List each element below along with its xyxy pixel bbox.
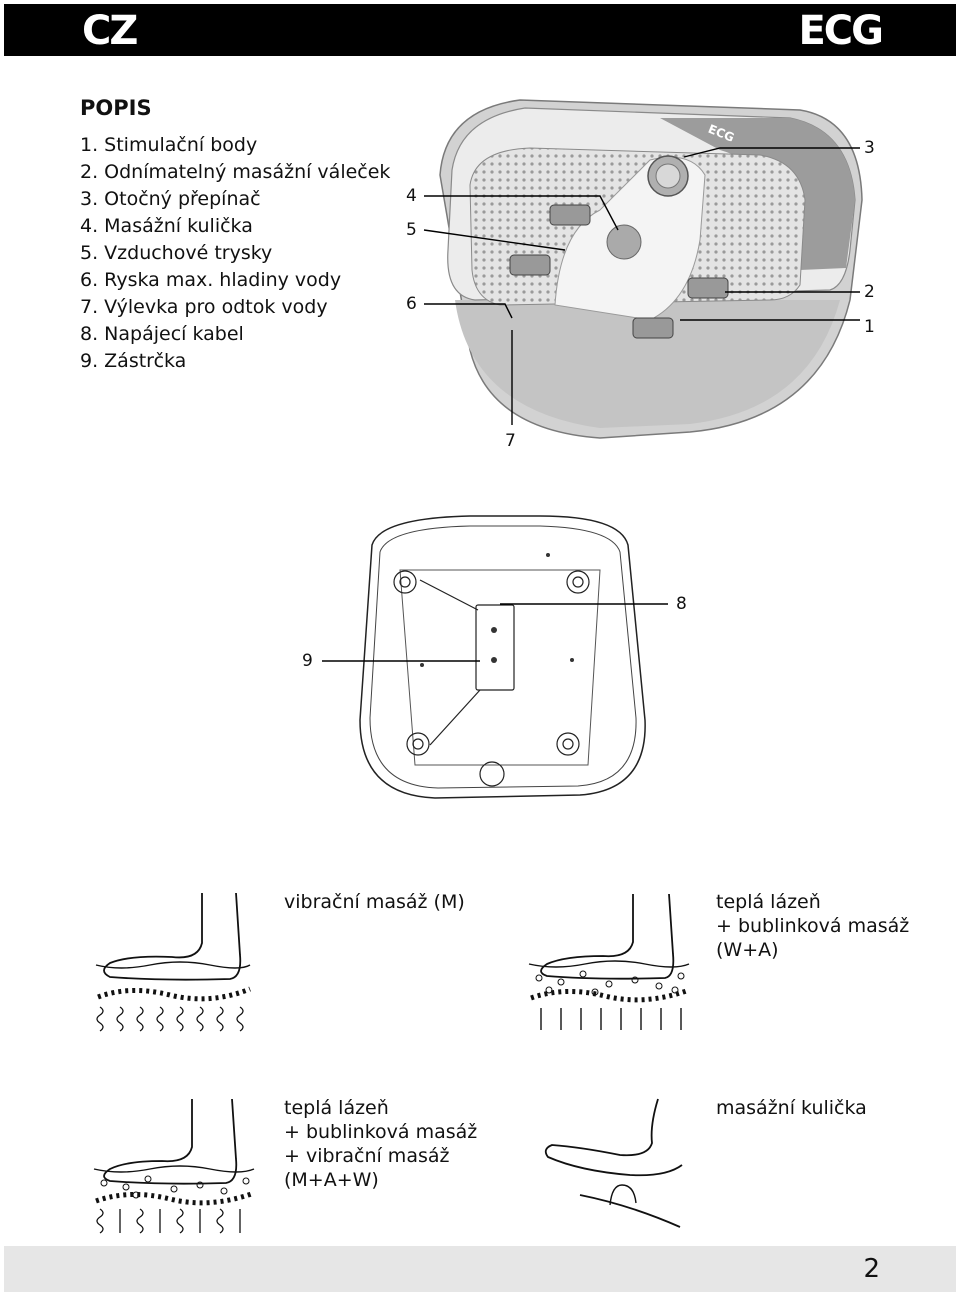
- callout-8: 8: [676, 594, 687, 614]
- callout-1: 1: [864, 317, 875, 337]
- callout-2: 2: [864, 282, 875, 302]
- list-item: 3. Otočný přepínač: [80, 188, 261, 210]
- parts-list: 1. Stimulační body 2. Odnímatelný masážn…: [80, 132, 390, 375]
- brand-logo: ECG: [798, 8, 884, 54]
- language-code: CZ: [82, 8, 138, 54]
- list-item: 4. Masážní kulička: [80, 215, 253, 237]
- bubble-massage-icon: [528, 893, 690, 1030]
- massage-ball-icon: [544, 1098, 683, 1228]
- mode-caption-wa: teplá lázeň + bublinková masáž (W+A): [716, 891, 910, 961]
- mode-caption-maw: teplá lázeň + bublinková masáž + vibračn…: [284, 1097, 478, 1191]
- list-item: 5. Vzduchové trysky: [80, 242, 273, 264]
- list-item: 8. Napájecí kabel: [80, 323, 244, 345]
- section-title: POPIS: [80, 96, 152, 120]
- mode-caption-ball: masážní kulička: [716, 1097, 867, 1119]
- callout-7: 7: [505, 431, 516, 451]
- device-bottom-view: [322, 515, 668, 799]
- list-item: 2. Odnímatelný masážní váleček: [80, 161, 391, 183]
- callout-5: 5: [406, 220, 417, 240]
- mode-caption-m: vibrační masáž (M): [284, 891, 465, 913]
- callout-3: 3: [864, 138, 875, 158]
- foot-spa-illustration: ECG: [423, 99, 863, 439]
- list-item: 7. Výlevka pro odtok vody: [80, 296, 328, 318]
- callout-4: 4: [406, 186, 417, 206]
- list-item: 1. Stimulační body: [80, 134, 258, 156]
- vibration-massage-icon: [95, 892, 251, 1032]
- combined-massage-icon: [93, 1098, 255, 1234]
- list-item: 6. Ryska max. hladiny vody: [80, 269, 342, 291]
- footer-bar: 2: [4, 1246, 956, 1292]
- list-item: 9. Zástrčka: [80, 350, 187, 372]
- callout-9: 9: [302, 651, 313, 671]
- header-bar: CZ ECG: [4, 4, 956, 56]
- page-number: 2: [863, 1254, 880, 1284]
- callout-6: 6: [406, 294, 417, 314]
